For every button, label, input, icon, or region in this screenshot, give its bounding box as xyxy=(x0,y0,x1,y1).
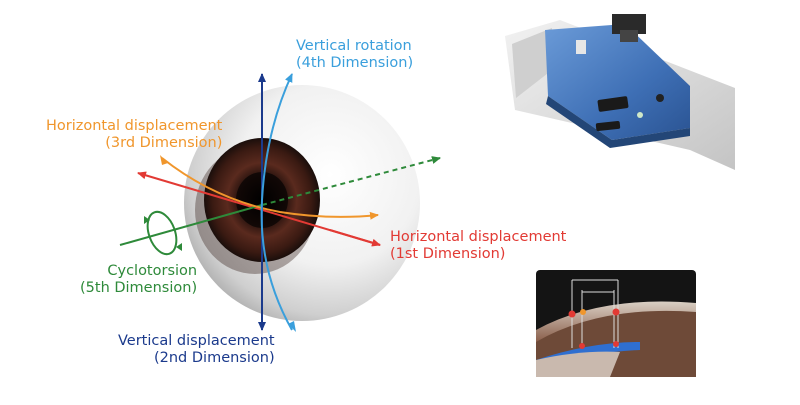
vertical-displacement-2nd-title: Vertical displacement xyxy=(118,333,275,349)
cyclotorsion-dimension: (5th Dimension) xyxy=(80,280,198,296)
horizontal-displacement-3rd-title: Horizontal displacement xyxy=(46,118,223,134)
horizontal-displacement-1st-dimension: (1st Dimension) xyxy=(390,246,506,262)
eye-tracker-device xyxy=(505,14,735,170)
cyclotorsion-axis xyxy=(119,204,263,246)
orange-arrow-head-left xyxy=(160,155,168,165)
vertical-displacement-2nd-dimension: (2nd Dimension) xyxy=(153,350,275,366)
horizontal-displacement-3rd-label: Horizontal displacement (3rd Dimension) xyxy=(46,118,222,152)
cornea-measurement-inset xyxy=(536,270,696,377)
vertical-rotation-dimension: (4th Dimension) xyxy=(296,55,414,71)
cyclotorsion-label: Cyclotorsion (5th Dimension) xyxy=(80,263,197,297)
cyclotorsion-axis-dashed xyxy=(261,156,441,206)
vertical-rotation-curve xyxy=(260,73,293,331)
horizontal-displacement-3rd-curve xyxy=(161,157,379,220)
vertical-rotation-title: Vertical rotation xyxy=(296,38,412,54)
horizontal-displacement-1st-label: Horizontal displacement (1st Dimension) xyxy=(390,229,566,263)
vertical-displacement-2nd-label: Vertical displacement (2nd Dimension) xyxy=(118,333,275,367)
cyclotorsion-rotation-icon xyxy=(144,210,182,256)
cyclotorsion-title: Cyclotorsion xyxy=(107,263,198,279)
horizontal-displacement-1st-title: Horizontal displacement xyxy=(390,229,567,245)
horizontal-displacement-1st-arrow-right xyxy=(329,229,381,247)
blue-arrow-head-bottom xyxy=(288,321,296,332)
vertical-rotation-label: Vertical rotation (4th Dimension) xyxy=(296,38,413,72)
horizontal-displacement-3rd-dimension: (3rd Dimension) xyxy=(105,135,223,151)
